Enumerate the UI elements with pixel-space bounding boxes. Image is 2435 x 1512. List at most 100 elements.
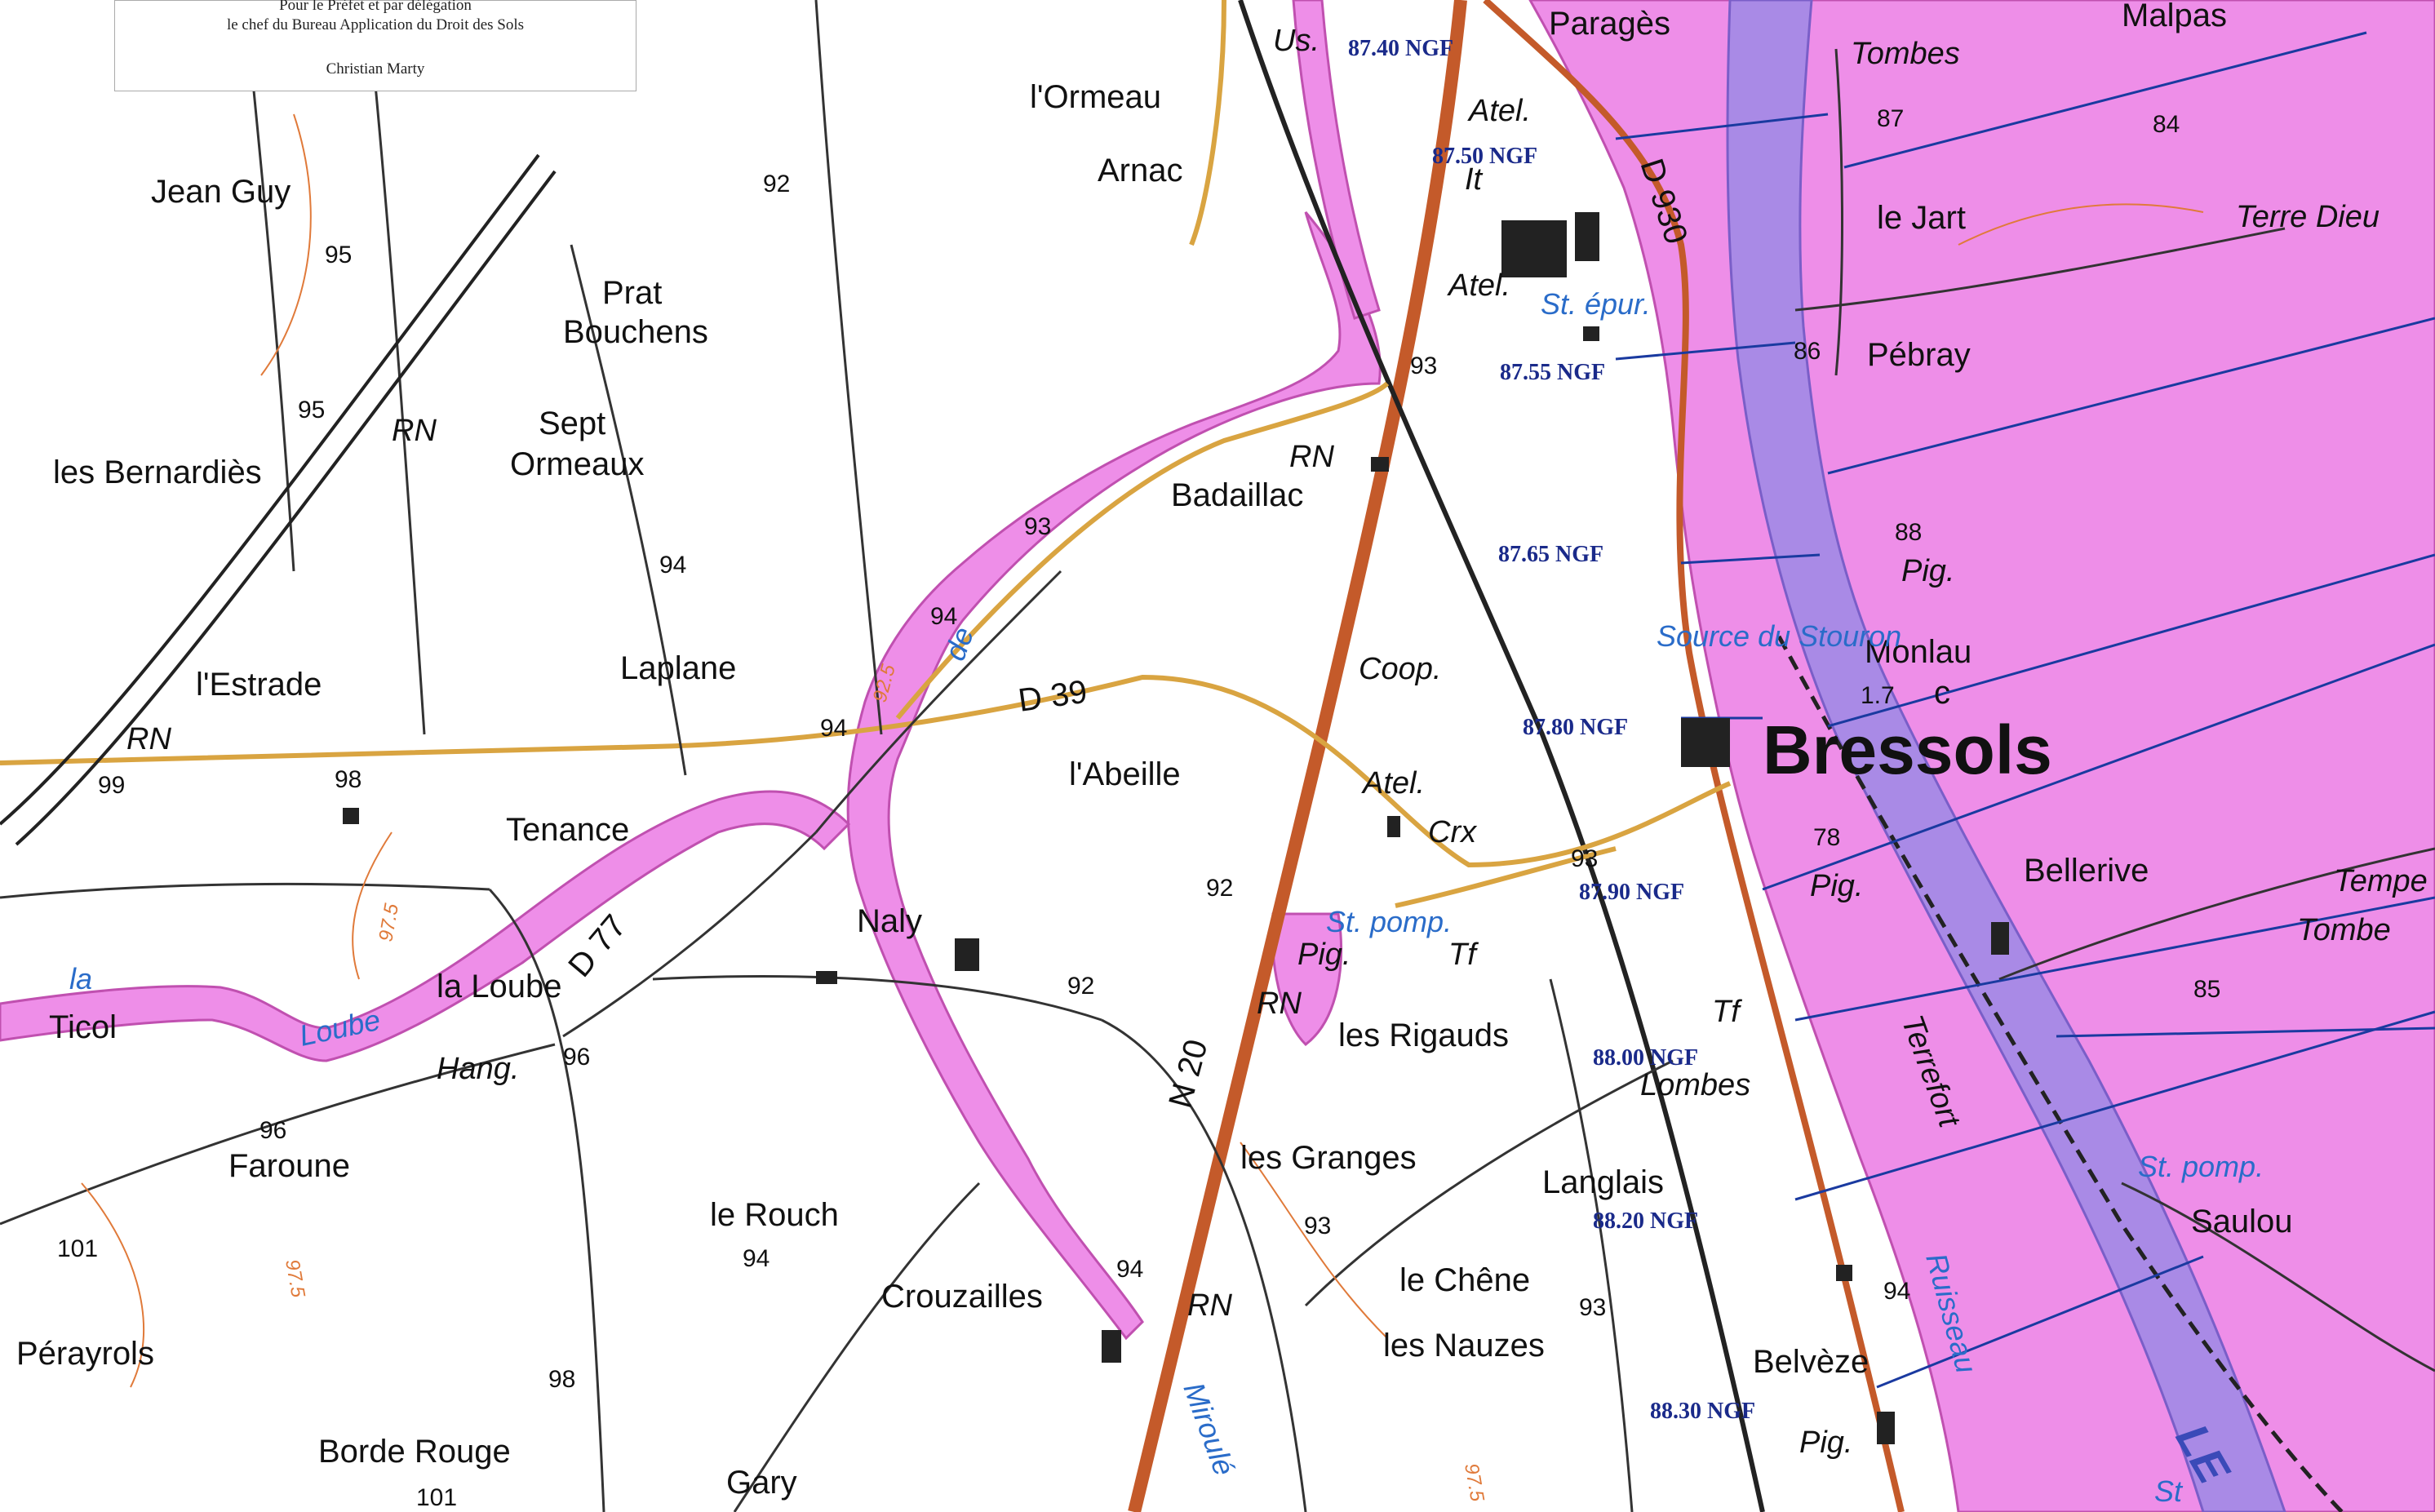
place-crx: Crx xyxy=(1428,815,1478,849)
place-prat: Prat xyxy=(602,275,662,311)
flood-zone-rn xyxy=(1271,912,1343,1046)
ngf-profile-lines xyxy=(1615,31,2435,1389)
elev-13: 94 xyxy=(743,1245,770,1272)
road-n20 xyxy=(1128,0,1467,1512)
place-laplane: Laplane xyxy=(620,650,736,686)
place-bellerive: Bellerive xyxy=(2024,853,2149,889)
stamp-line-2: le chef du Bureau Application du Droit d… xyxy=(226,16,525,33)
elev-26: 88 xyxy=(1895,519,1922,546)
place-crouzailles: Crouzailles xyxy=(881,1279,1043,1315)
railway xyxy=(1238,0,1765,1512)
elev-2: 95 xyxy=(325,242,352,268)
place-malpas: Malpas xyxy=(2122,0,2227,33)
place-sept: Sept xyxy=(539,406,605,441)
ngf-label-3: 87.55 NGF xyxy=(1500,360,1605,385)
elev-15: 101 xyxy=(416,1484,457,1511)
place-langlais: Langlais xyxy=(1542,1164,1664,1200)
place-faroune: Faroune xyxy=(228,1148,350,1184)
water-st: St xyxy=(2154,1474,2184,1508)
elev-17: 92 xyxy=(1206,875,1233,902)
elev-4: 94 xyxy=(659,552,686,579)
elev-24: 84 xyxy=(2153,111,2180,138)
place-les-nauzes: les Nauzes xyxy=(1383,1328,1545,1363)
elev-7: 93 xyxy=(1024,513,1051,540)
place-perayrols: Pérayrols xyxy=(16,1336,154,1372)
place-parages: Paragès xyxy=(1549,6,1670,42)
water-source-text: Source du Stouron xyxy=(1657,619,1901,653)
road-label-rn-5: RN xyxy=(1187,1288,1232,1323)
place-pig-south: Pig. xyxy=(1297,938,1351,972)
ngf-label-2: 87.50 NGF xyxy=(1432,144,1537,169)
stamp-signatory: Christian Marty xyxy=(326,60,425,78)
place-les-bernardies: les Bernardiès xyxy=(53,454,262,490)
water-st-epur: St. épur. xyxy=(1541,287,1651,321)
place-pig-east: Pig. xyxy=(1901,554,1954,588)
place-le-chene: le Chêne xyxy=(1399,1262,1530,1298)
place-le-rouch: le Rouch xyxy=(710,1197,839,1233)
place-les-rigauds: les Rigauds xyxy=(1338,1018,1509,1053)
ngf-label-5: 87.80 NGF xyxy=(1523,715,1628,740)
place-pig-bellerive: Pig. xyxy=(1810,869,1863,903)
road-label-d39: D 39 xyxy=(1016,674,1089,719)
water-miroule: Miroulé xyxy=(1177,1378,1241,1480)
place-tempe: Tempe xyxy=(2334,864,2428,898)
place-tf-2: Tf xyxy=(1712,995,1742,1029)
water-source: Source du Stouron xyxy=(1657,619,1901,653)
elev-23: 87 xyxy=(1877,105,1904,132)
elev-3: 95 xyxy=(298,397,325,423)
elev-14: 98 xyxy=(548,1366,575,1393)
place-ormeaux: Ormeaux xyxy=(510,446,645,482)
place-coop: Coop. xyxy=(1359,652,1441,686)
road-label-rn-1: RN xyxy=(392,414,437,448)
elev-6: 94 xyxy=(820,715,847,742)
elev-9: 98 xyxy=(335,766,361,793)
place-arnac: Arnac xyxy=(1098,153,1183,188)
ngf-label-9: 88.30 NGF xyxy=(1650,1399,1755,1424)
flood-zone-loube xyxy=(0,790,851,1062)
stamp-line-1: Pour le Préfet et par délégation xyxy=(279,0,472,14)
place-atel-south: Atel. xyxy=(1361,766,1425,800)
contour-label-4: 97.5 xyxy=(1460,1461,1488,1503)
place-terre-dieu: Terre Dieu xyxy=(2236,200,2380,234)
secondary-roads xyxy=(0,0,1732,908)
elev-18: 94 xyxy=(1116,1256,1143,1283)
elev-19: 93 xyxy=(1304,1213,1331,1239)
elev-20: 93 xyxy=(1410,353,1437,379)
contour-label-2: 97.5 xyxy=(375,902,403,943)
place-saulou: Saulou xyxy=(2191,1204,2293,1239)
water-st-pomp-1: St. pomp. xyxy=(1326,905,1452,938)
place-c: c xyxy=(1934,675,1950,711)
flood-zone-badaillac xyxy=(846,211,1382,1341)
water-st-pomp-2: St. pomp. xyxy=(2138,1150,2264,1183)
place-ticol: Ticol xyxy=(49,1009,117,1045)
place-atel-north: Atel. xyxy=(1467,94,1531,128)
town-bressols: Bressols xyxy=(1763,712,2052,788)
place-la-loube: la Loube xyxy=(437,969,561,1004)
place-lestrade: l'Estrade xyxy=(196,667,322,703)
elev-12: 101 xyxy=(57,1235,98,1262)
flood-zone-north-strip xyxy=(1292,0,1381,320)
water-la: la xyxy=(69,962,92,995)
elev-1: 92 xyxy=(763,171,790,197)
elev-11: 96 xyxy=(259,1117,286,1144)
ngf-label-7: 88.00 NGF xyxy=(1593,1045,1698,1071)
road-label-rn-2: RN xyxy=(126,722,171,756)
place-pig-belveze: Pig. xyxy=(1799,1426,1852,1460)
place-tombe: Tombe xyxy=(2297,913,2391,947)
elev-29: 85 xyxy=(2193,976,2220,1003)
elev-30: 94 xyxy=(1883,1278,1910,1305)
road-label-rn-4: RN xyxy=(1257,987,1302,1021)
building-blocks xyxy=(343,212,2009,1444)
elev-28: 78 xyxy=(1813,824,1840,851)
elev-21: 93 xyxy=(1571,845,1598,872)
place-tf-1: Tf xyxy=(1448,938,1479,972)
elev-5: 94 xyxy=(930,603,957,630)
road-label-n20: N 20 xyxy=(1162,1035,1214,1111)
place-belveze: Belvèze xyxy=(1753,1344,1869,1380)
place-us: Us. xyxy=(1273,24,1320,58)
place-tombes: Tombes xyxy=(1851,37,1960,71)
place-borde-rouge: Borde Rouge xyxy=(318,1434,511,1470)
place-naly: Naly xyxy=(857,903,922,939)
ngf-label-1: 87.40 NGF xyxy=(1348,36,1453,61)
